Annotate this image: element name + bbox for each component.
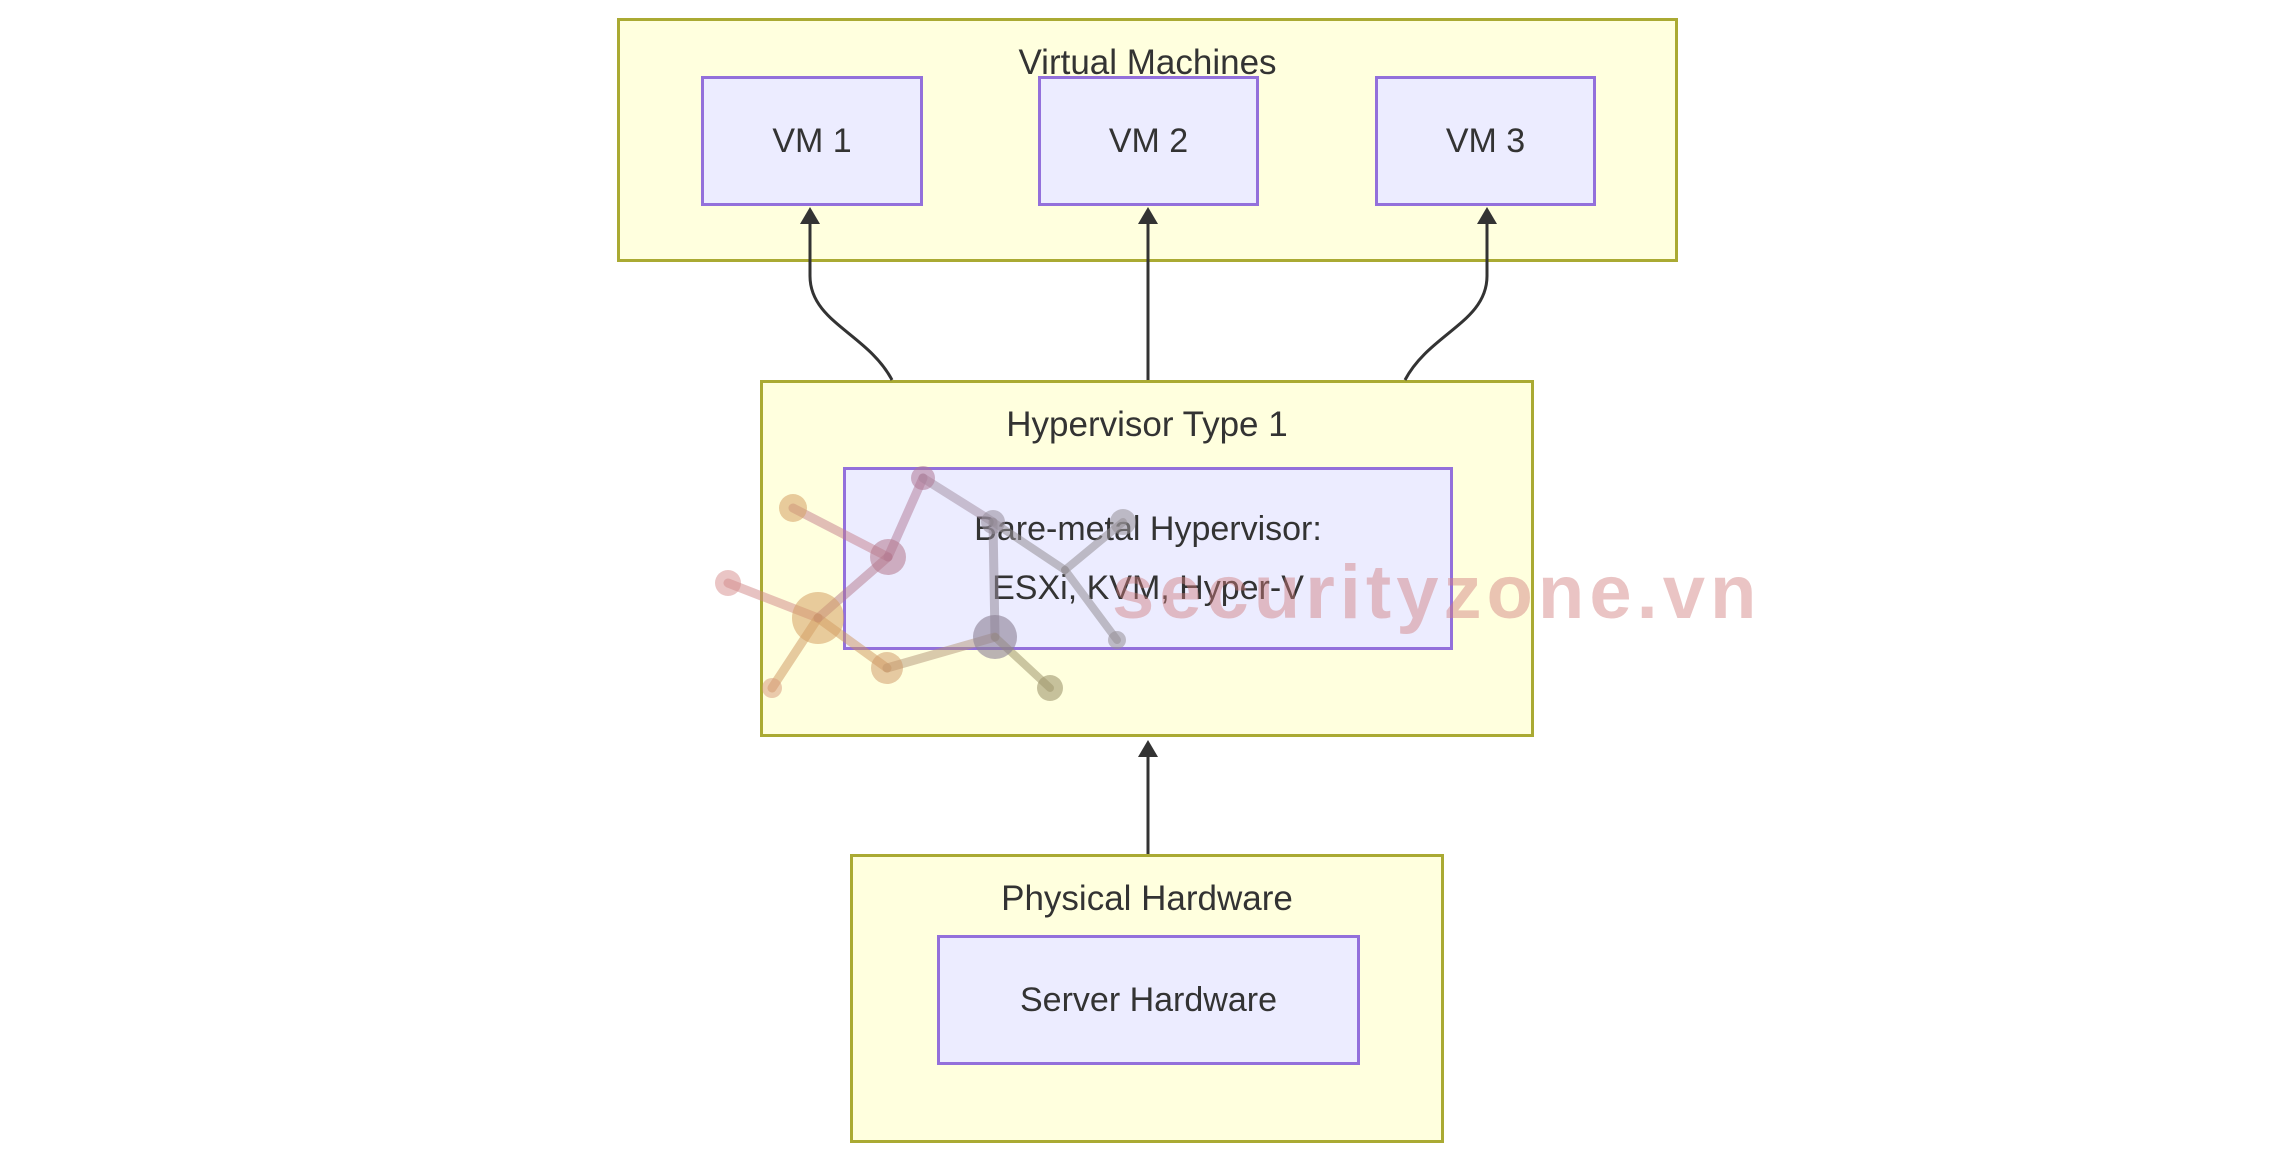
cluster-hardware-title: Physical Hardware: [1001, 879, 1293, 918]
node-bare-metal-hypervisor: Bare-metal Hypervisor: ESXi, KVM, Hyper-…: [843, 467, 1453, 650]
node-server-hardware: Server Hardware: [937, 935, 1360, 1065]
node-vm1-label: VM 1: [772, 121, 852, 160]
node-hypervisor-label-line1: Bare-metal Hypervisor:: [974, 509, 1322, 548]
arrowhead-hypervisor: [1138, 740, 1158, 757]
node-vm2: VM 2: [1038, 76, 1259, 206]
node-vm1: VM 1: [701, 76, 923, 206]
cluster-hypervisor-title: Hypervisor Type 1: [1006, 405, 1288, 444]
node-vm2-label: VM 2: [1108, 121, 1189, 160]
node-hypervisor-label-line2: ESXi, KVM, Hyper-V: [992, 568, 1304, 607]
node-vm3: VM 3: [1375, 76, 1596, 206]
edge-hardware-to-hypervisor: [1138, 740, 1158, 854]
node-server-label: Server Hardware: [1020, 980, 1277, 1019]
cluster-virtual-machines-title: Virtual Machines: [1018, 43, 1277, 82]
node-vm3-label: VM 3: [1445, 121, 1526, 160]
